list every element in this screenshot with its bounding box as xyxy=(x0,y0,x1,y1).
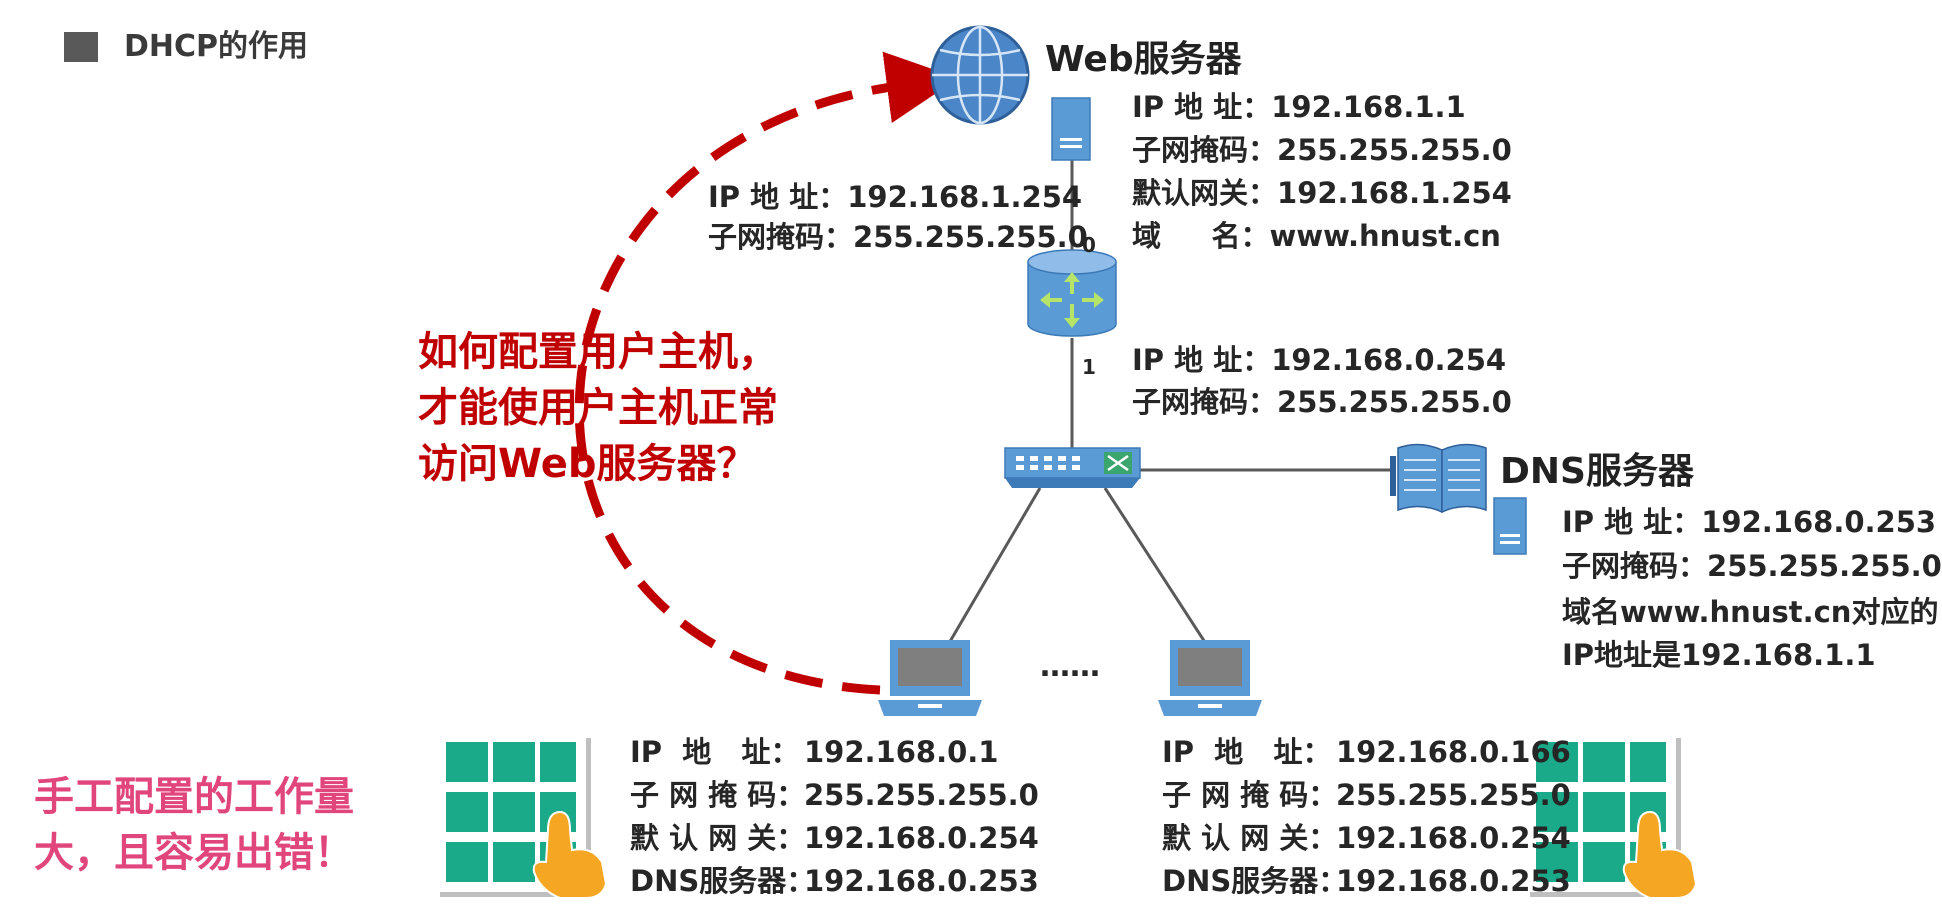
router-port-0: 0 xyxy=(1082,233,1096,257)
warning-line1: 手工配置的工作量 xyxy=(34,774,354,820)
router-port-1: 1 xyxy=(1082,355,1096,379)
question-line3: 访问Web服务器？ xyxy=(418,441,757,487)
dashed-arc-arrow xyxy=(574,51,959,695)
question-line1: 如何配置用户主机， xyxy=(418,329,778,375)
dns-server-title: DNS服务器 xyxy=(1500,451,1694,492)
router-if0-ip: IP 地 址：192.168.1.254 xyxy=(708,180,1083,214)
link-switch-host2 xyxy=(1103,487,1212,651)
keypad-hand-right-icon xyxy=(1530,738,1698,899)
web-server-mask: 子网掩码：255.255.255.0 xyxy=(1132,133,1512,167)
host1-gateway: 默 认 网 关：192.168.0.254 xyxy=(630,821,1039,855)
web-server-domain: 域 名：www.hnust.cn xyxy=(1132,219,1501,253)
host1-dns: DNS服务器：192.168.0.253 xyxy=(630,864,1039,898)
host1-ip: IP 地 址：192.168.0.1 xyxy=(630,735,999,769)
globe-icon xyxy=(930,25,1030,125)
dns-server-mask: 子网掩码：255.255.255.0 xyxy=(1562,549,1942,583)
hosts-ellipsis: …… xyxy=(1040,649,1100,684)
web-server-ip: IP 地 址：192.168.1.1 xyxy=(1132,90,1466,124)
page-title: DHCP的作用 xyxy=(124,29,309,64)
switch-icon xyxy=(1004,447,1141,488)
router-if0-mask: 子网掩码：255.255.255.0 xyxy=(708,220,1088,254)
warning-line2: 大，且容易出错！ xyxy=(34,830,354,876)
dns-note-line2: IP地址是192.168.1.1 xyxy=(1562,638,1876,672)
host2-gateway: 默 认 网 关：192.168.0.254 xyxy=(1162,821,1571,855)
web-server-tower-icon xyxy=(1051,97,1091,161)
dns-server-tower-icon xyxy=(1493,497,1527,555)
keypad-hand-left-icon xyxy=(440,738,608,899)
dns-book-icon xyxy=(1390,443,1487,514)
web-server-gateway: 默认网关：192.168.1.254 xyxy=(1132,176,1512,210)
host2-mask: 子 网 掩 码：255.255.255.0 xyxy=(1162,778,1571,812)
dns-note-line1: 域名www.hnust.cn对应的 xyxy=(1562,595,1939,629)
router-if1-mask: 子网掩码：255.255.255.0 xyxy=(1132,385,1512,419)
laptop-host2-icon xyxy=(1158,640,1262,716)
web-server-title: Web服务器 xyxy=(1045,39,1242,80)
dns-server-ip: IP 地 址：192.168.0.253 xyxy=(1562,505,1937,539)
router-icon xyxy=(1027,249,1117,337)
host1-mask: 子 网 掩 码：255.255.255.0 xyxy=(630,778,1039,812)
link-switch-host1 xyxy=(943,487,1042,651)
router-if1-ip: IP 地 址：192.168.0.254 xyxy=(1132,343,1507,377)
title-bullet-icon xyxy=(64,32,98,62)
host2-dns: DNS服务器：192.168.0.253 xyxy=(1162,864,1571,898)
question-line2: 才能使用户主机正常 xyxy=(418,385,778,431)
host2-ip: IP 地 址：192.168.0.166 xyxy=(1162,735,1571,769)
laptop-host1-icon xyxy=(878,640,982,716)
